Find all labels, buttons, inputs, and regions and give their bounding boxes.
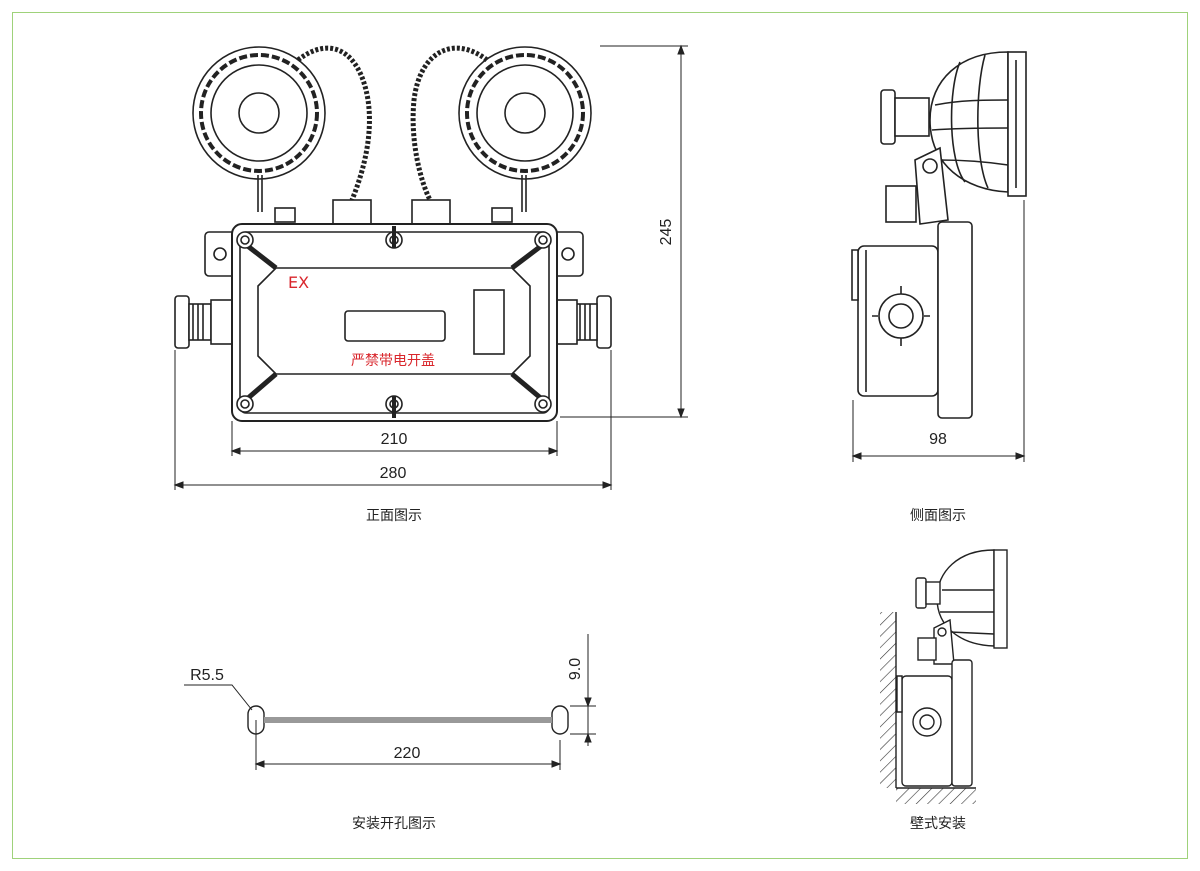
dim-height: 245 bbox=[658, 219, 675, 246]
wall-view bbox=[880, 549, 1008, 804]
dim-body-width: 210 bbox=[381, 431, 408, 448]
page-frame bbox=[12, 12, 1188, 859]
enclosure-body bbox=[231, 223, 558, 422]
dim-radius: R5.5 bbox=[190, 667, 224, 684]
dim-depth: 98 bbox=[929, 431, 947, 448]
dim-slot-height: 9.0 bbox=[567, 658, 584, 680]
front-view bbox=[173, 44, 688, 490]
left-cable-gland bbox=[174, 295, 234, 349]
flex-cables bbox=[296, 45, 489, 202]
front-dimensions bbox=[173, 44, 688, 490]
right-lamp-head bbox=[458, 46, 592, 212]
left-lamp-head bbox=[192, 46, 326, 212]
right-cable-gland bbox=[554, 295, 612, 349]
front-view-caption: 正面图示 bbox=[366, 508, 422, 524]
dim-hole-spacing: 220 bbox=[394, 745, 421, 762]
warning-label: 严禁带电开盖 bbox=[351, 353, 435, 369]
side-view-caption: 侧面图示 bbox=[910, 508, 966, 524]
ex-marking: EX bbox=[288, 273, 309, 292]
mounting-view bbox=[184, 634, 596, 770]
dim-overall-width: 280 bbox=[380, 465, 407, 482]
mounting-view-caption: 安装开孔图示 bbox=[352, 816, 436, 832]
wall-view-caption: 壁式安装 bbox=[910, 816, 966, 832]
side-view bbox=[851, 51, 1027, 462]
